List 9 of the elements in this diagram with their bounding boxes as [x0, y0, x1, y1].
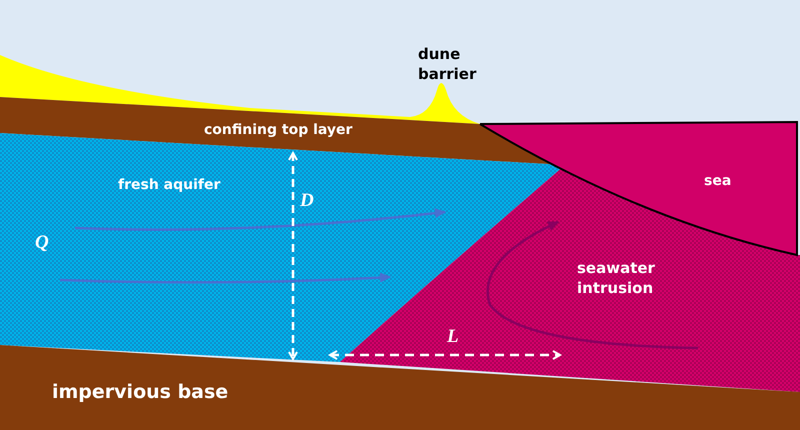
- dimension-label: D: [300, 189, 314, 213]
- layer-label: impervious base: [52, 380, 228, 405]
- region-label: sea: [704, 172, 732, 191]
- dimension-label: L: [447, 325, 459, 349]
- flow-label: Q: [35, 231, 49, 255]
- feature-label: dune barrier: [418, 44, 478, 84]
- region-label: seawater intrusion: [577, 258, 656, 298]
- region-label: fresh aquifer: [118, 176, 220, 195]
- layer-label: confining top layer: [204, 121, 352, 140]
